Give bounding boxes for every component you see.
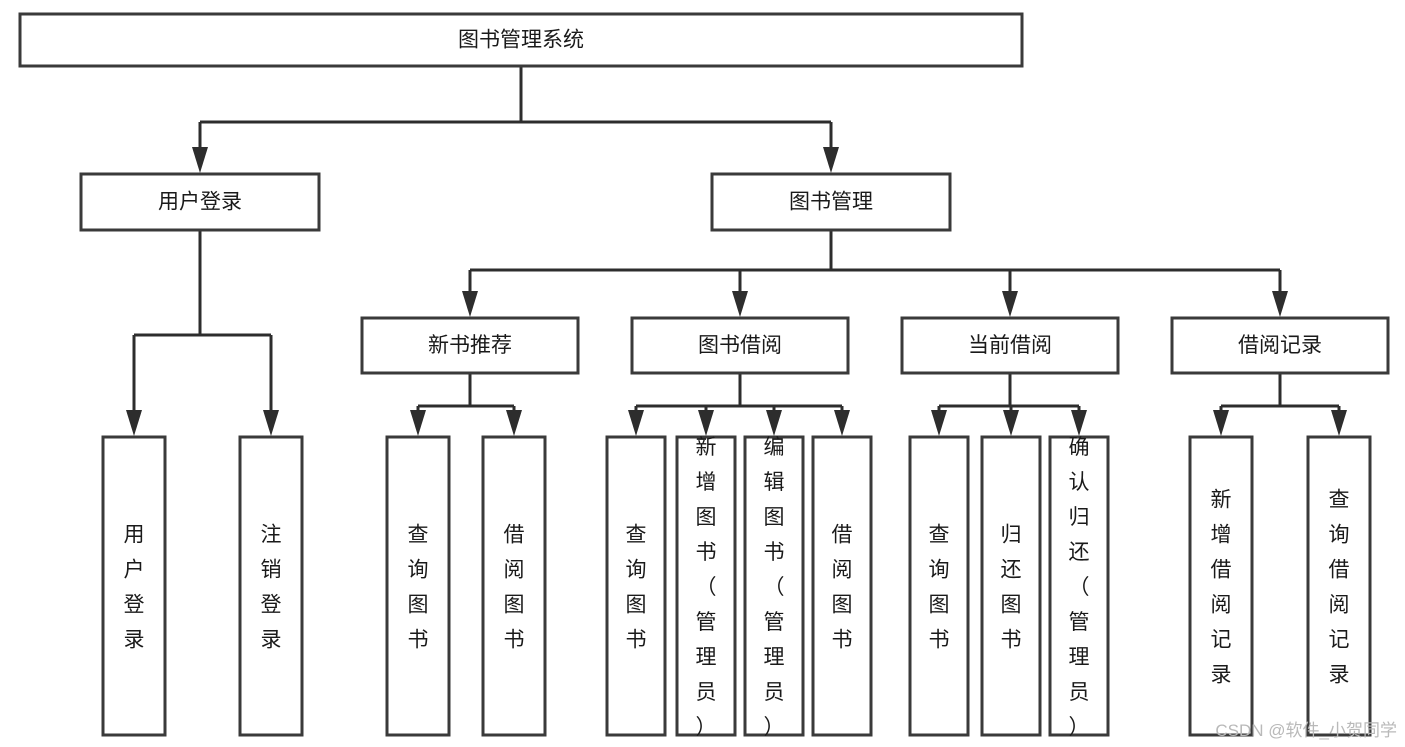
node-label-leaf-borrow-add: 新增图书（管理员） <box>696 436 717 739</box>
node-box-leaf-rec-query[interactable] <box>1306 435 1372 737</box>
node-label-leaf-new-borrow: 借阅图书 <box>504 523 525 651</box>
node-label-root: 图书管理系统 <box>458 29 584 52</box>
connector-group-login <box>126 230 279 436</box>
node-current[interactable]: 当前借阅 <box>900 316 1120 375</box>
connector-group-records <box>1213 373 1347 436</box>
node-leaf-new-query[interactable]: 查询图书 <box>385 435 451 737</box>
node-bookmgmt[interactable]: 图书管理 <box>710 172 952 232</box>
node-label-leaf-cur-confirm: 确认归还（管理员） <box>1069 436 1090 739</box>
node-label-login: 用户登录 <box>158 191 242 214</box>
node-box-leaf-new-query[interactable] <box>385 435 451 737</box>
connector-group-borrow <box>628 373 850 436</box>
node-label-leaf-cur-query: 查询图书 <box>929 523 950 651</box>
connector-group-bookmgmt <box>462 230 1288 317</box>
node-leaf-cur-query[interactable]: 查询图书 <box>908 435 970 737</box>
node-label-leaf-user-logout: 注销登录 <box>261 523 282 651</box>
node-label-newbook: 新书推荐 <box>428 334 512 357</box>
node-borrow[interactable]: 图书借阅 <box>630 316 850 375</box>
node-leaf-new-borrow[interactable]: 借阅图书 <box>481 435 547 737</box>
node-label-leaf-borrow-query: 查询图书 <box>626 523 647 651</box>
node-box-leaf-cur-confirm[interactable] <box>1048 435 1110 737</box>
node-label-leaf-new-query: 查询图书 <box>408 523 429 651</box>
node-newbook[interactable]: 新书推荐 <box>360 316 580 375</box>
node-label-current: 当前借阅 <box>968 334 1052 357</box>
node-leaf-borrow-lend[interactable]: 借阅图书 <box>811 435 873 737</box>
node-leaf-borrow-add[interactable]: 新增图书（管理员） <box>675 435 737 739</box>
node-label-leaf-rec-add: 新增借阅记录 <box>1211 488 1232 686</box>
node-leaf-borrow-edit[interactable]: 编辑图书（管理员） <box>743 435 805 739</box>
node-box-records[interactable] <box>1170 316 1390 375</box>
node-box-leaf-borrow-add[interactable] <box>675 435 737 737</box>
node-box-bookmgmt[interactable] <box>710 172 952 232</box>
node-root[interactable]: 图书管理系统 <box>18 12 1024 68</box>
connector-group-current <box>931 373 1087 436</box>
node-leaf-rec-query[interactable]: 查询借阅记录 <box>1306 435 1372 737</box>
node-label-bookmgmt: 图书管理 <box>789 191 873 214</box>
connector-group-root <box>192 66 839 173</box>
node-box-root[interactable] <box>18 12 1024 68</box>
csdn-watermark: CSDN @软件_小贺同学 <box>1215 721 1397 740</box>
node-leaf-cur-return[interactable]: 归还图书 <box>980 435 1042 737</box>
node-box-borrow[interactable] <box>630 316 850 375</box>
node-box-leaf-rec-add[interactable] <box>1188 435 1254 737</box>
node-box-newbook[interactable] <box>360 316 580 375</box>
node-box-leaf-user-login[interactable] <box>101 435 167 737</box>
connector-group-newbook <box>410 373 522 436</box>
node-box-leaf-cur-query[interactable] <box>908 435 970 737</box>
node-layer: 图书管理系统用户登录图书管理新书推荐图书借阅当前借阅借阅记录用户登录注销登录查询… <box>18 12 1390 739</box>
node-box-current[interactable] <box>900 316 1120 375</box>
node-leaf-user-logout[interactable]: 注销登录 <box>238 435 304 737</box>
node-leaf-cur-confirm[interactable]: 确认归还（管理员） <box>1048 435 1110 739</box>
node-label-leaf-rec-query: 查询借阅记录 <box>1329 488 1350 686</box>
node-box-leaf-user-logout[interactable] <box>238 435 304 737</box>
node-box-leaf-borrow-edit[interactable] <box>743 435 805 737</box>
node-leaf-rec-add[interactable]: 新增借阅记录 <box>1188 435 1254 737</box>
connector-layer <box>126 66 1347 436</box>
node-label-leaf-borrow-edit: 编辑图书（管理员） <box>764 436 785 739</box>
node-leaf-borrow-query[interactable]: 查询图书 <box>605 435 667 737</box>
node-label-leaf-borrow-lend: 借阅图书 <box>832 523 853 651</box>
node-box-leaf-new-borrow[interactable] <box>481 435 547 737</box>
node-label-leaf-cur-return: 归还图书 <box>1001 523 1022 651</box>
node-box-login[interactable] <box>79 172 321 232</box>
node-box-leaf-borrow-lend[interactable] <box>811 435 873 737</box>
node-label-leaf-user-login: 用户登录 <box>124 523 145 651</box>
node-label-borrow: 图书借阅 <box>698 334 782 357</box>
node-records[interactable]: 借阅记录 <box>1170 316 1390 375</box>
node-label-records: 借阅记录 <box>1238 334 1322 357</box>
node-box-leaf-borrow-query[interactable] <box>605 435 667 737</box>
node-leaf-user-login[interactable]: 用户登录 <box>101 435 167 737</box>
node-box-leaf-cur-return[interactable] <box>980 435 1042 737</box>
node-login[interactable]: 用户登录 <box>79 172 321 232</box>
